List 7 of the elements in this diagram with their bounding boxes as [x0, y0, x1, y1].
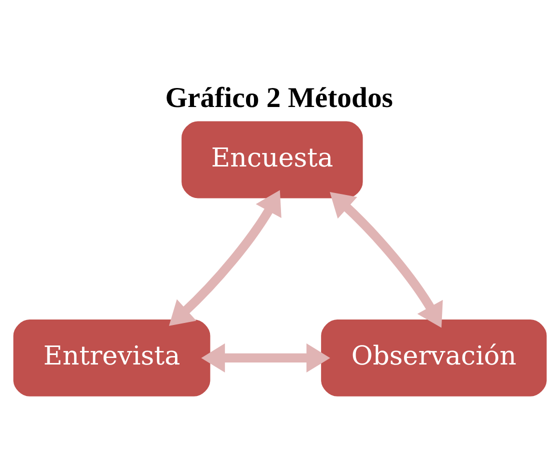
diagram-title: Gráfico 2 Métodos: [165, 82, 393, 114]
node-box: Entrevista: [13, 319, 210, 396]
arrow: [169, 190, 282, 326]
arrow: [201, 342, 330, 372]
node-box: Encuesta: [182, 120, 363, 198]
node-box: Observación: [321, 319, 547, 396]
arrow: [330, 192, 443, 328]
